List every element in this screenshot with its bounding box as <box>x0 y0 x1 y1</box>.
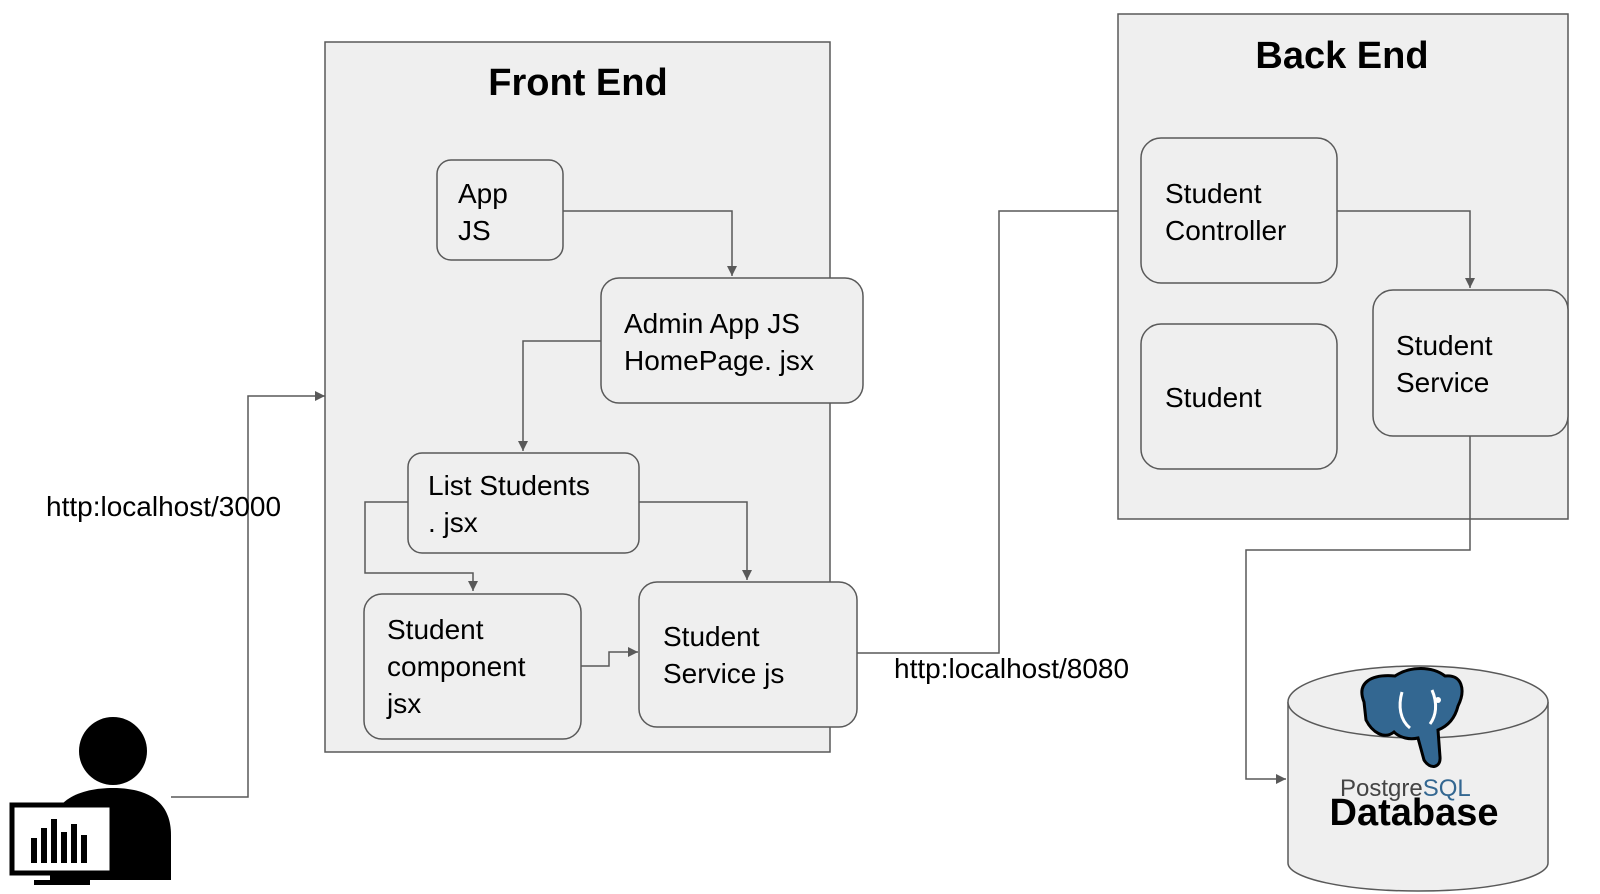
svg-text:Student: Student <box>1165 382 1262 413</box>
backend-title: Back End <box>1255 35 1428 77</box>
node-student: Student <box>1140 323 1338 470</box>
postgresql-elephant-icon <box>1360 667 1464 768</box>
database-label: Database <box>1330 792 1499 834</box>
node-app-js: App JS <box>436 159 564 261</box>
sql-wordmark: SQL <box>1423 775 1471 802</box>
edge-controller-service <box>1337 210 1475 288</box>
node-student-component: Student component jsx <box>363 593 582 740</box>
edges <box>171 210 1475 798</box>
svg-text:Service js: Service js <box>663 658 784 689</box>
edge-service-database <box>1245 436 1471 784</box>
edge-liststudents-servicejs <box>639 501 752 580</box>
frontend-title: Front End <box>488 62 667 104</box>
postgre-wordmark: Postgre <box>1340 775 1423 802</box>
edge-user-frontend <box>171 391 325 798</box>
node-student-service: Student Service <box>1372 289 1569 437</box>
svg-text:Admin App JS: Admin App JS <box>624 308 800 339</box>
edge-appjs-adminapp <box>563 210 737 276</box>
node-list-students: List Students . jsx <box>407 452 640 554</box>
svg-text:Service: Service <box>1396 367 1489 398</box>
database-cylinder: PostgreSQL Database <box>1287 665 1549 892</box>
svg-text:List Students: List Students <box>428 470 590 501</box>
user-computer-icon <box>9 717 171 885</box>
edge-servicejs-backend <box>857 210 1118 654</box>
svg-text:PostgreSQL: PostgreSQL <box>1340 775 1471 802</box>
edge-component-servicejs <box>581 647 638 667</box>
svg-text:jsx: jsx <box>386 688 421 719</box>
node-student-service-js: Student Service js <box>638 581 858 728</box>
node-admin-app: Admin App JS HomePage. jsx <box>600 277 864 404</box>
backend-url-label: http:localhost/8080 <box>894 653 1129 684</box>
svg-text:Student: Student <box>663 621 760 652</box>
svg-text:HomePage. jsx: HomePage. jsx <box>624 345 814 376</box>
svg-text:JS: JS <box>458 215 491 246</box>
frontend-url-label: http:localhost/3000 <box>46 491 281 522</box>
svg-text:App: App <box>458 178 508 209</box>
edge-adminapp-liststudents <box>518 340 601 451</box>
svg-text:component: component <box>387 651 526 682</box>
svg-text:Controller: Controller <box>1165 215 1286 246</box>
svg-text:Student: Student <box>387 614 484 645</box>
svg-text:. jsx: . jsx <box>428 507 478 538</box>
svg-text:Student: Student <box>1396 330 1493 361</box>
edge-liststudents-component <box>364 501 478 591</box>
node-student-controller: Student Controller <box>1140 137 1338 284</box>
svg-text:Student: Student <box>1165 178 1262 209</box>
